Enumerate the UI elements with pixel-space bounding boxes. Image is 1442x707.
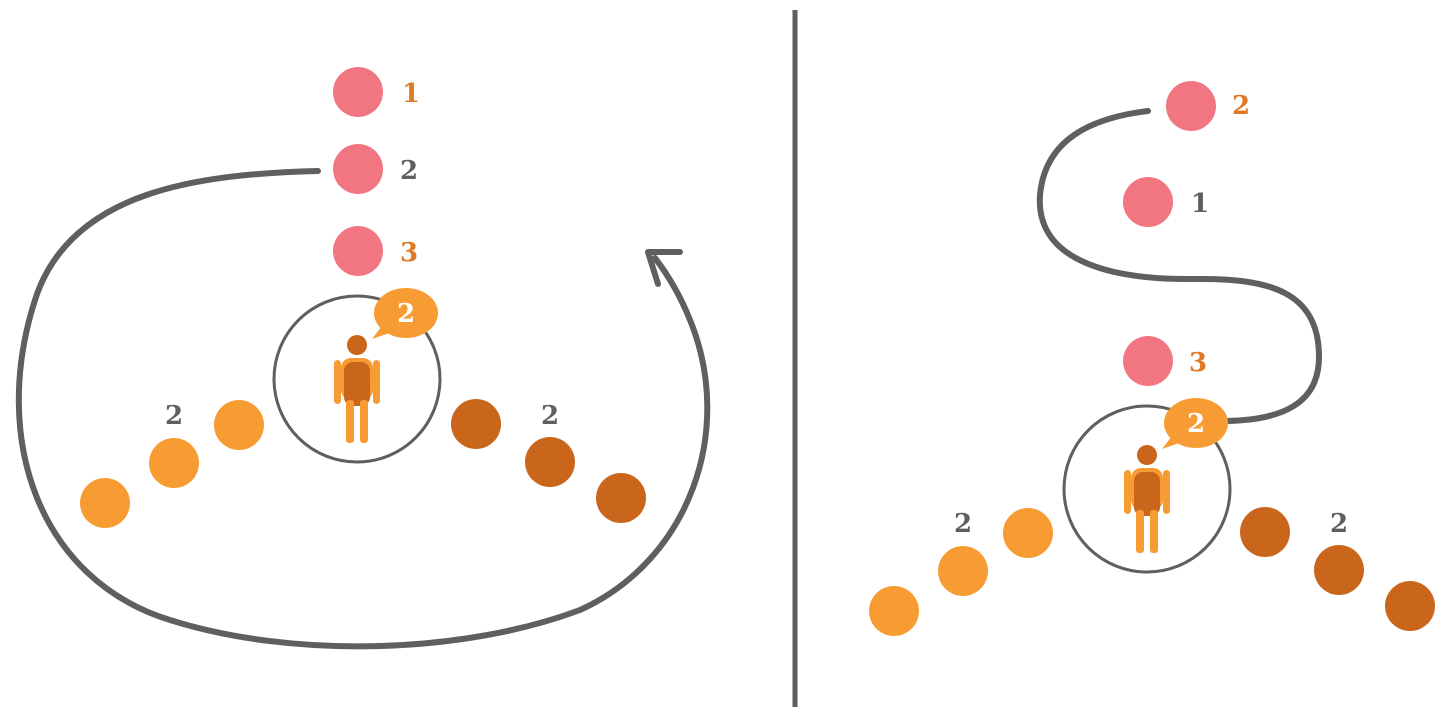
pink-label-3: 3 [1189, 348, 1207, 378]
left-panel: 1 2 3 2 2 2 [15, 67, 711, 650]
pink-label-1: 2 [1232, 91, 1250, 121]
speech-bubble: 2 [372, 288, 438, 339]
right-s-curve [1036, 108, 1323, 424]
orange-group-label: 2 [954, 509, 972, 539]
orange-circle-3 [80, 478, 130, 528]
dark-orange-circle-1 [451, 399, 501, 449]
right-panel: 2 1 3 2 2 2 [869, 81, 1435, 636]
orange-circle-2 [938, 546, 988, 596]
pink-circle-1 [333, 67, 383, 117]
dark-orange-circle-3 [596, 473, 646, 523]
orange-circle-1 [1003, 508, 1053, 558]
orange-circle-1 [214, 400, 264, 450]
pink-circle-2 [1123, 177, 1173, 227]
orange-circle-3 [869, 586, 919, 636]
speech-bubble-label: 2 [1187, 409, 1205, 439]
dark-orange-circle-2 [525, 437, 575, 487]
left-loop-arrow [15, 168, 711, 650]
dark-orange-group-label: 2 [1330, 509, 1348, 539]
orange-circle-2 [149, 438, 199, 488]
pink-label-2: 2 [400, 156, 418, 186]
person-icon [334, 335, 380, 443]
center-ring [1062, 404, 1232, 574]
pink-circle-1 [1166, 81, 1216, 131]
person-icon [1124, 445, 1170, 553]
pink-label-1: 1 [402, 79, 420, 109]
dark-orange-circle-1 [1240, 507, 1290, 557]
pink-circle-2 [333, 144, 383, 194]
orange-group-label: 2 [165, 401, 183, 431]
pink-label-3: 3 [400, 238, 418, 268]
dark-orange-circle-2 [1314, 545, 1364, 595]
dark-orange-circle-3 [1385, 581, 1435, 631]
pink-circle-3 [333, 226, 383, 276]
pink-circle-3 [1123, 336, 1173, 386]
speech-bubble: 2 [1162, 398, 1228, 449]
center-ring [272, 294, 442, 464]
dark-orange-group-label: 2 [541, 401, 559, 431]
pink-label-2: 1 [1191, 189, 1209, 219]
left-arrowhead-icon [645, 249, 683, 287]
speech-bubble-label: 2 [397, 299, 415, 329]
